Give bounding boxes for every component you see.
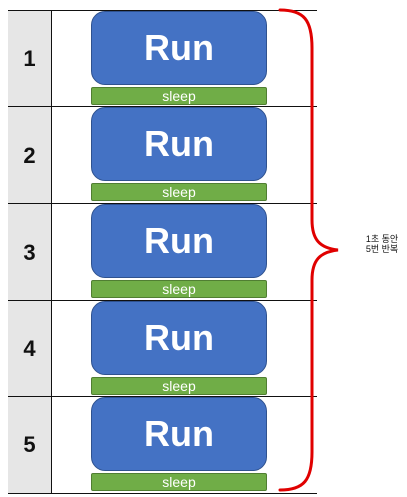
table-row: 5 Run sleep	[8, 396, 317, 494]
row-index: 1	[8, 11, 52, 107]
row-index: 4	[8, 301, 52, 397]
row-index: 3	[8, 204, 52, 301]
run-block: Run	[91, 397, 267, 471]
sleep-block: sleep	[91, 377, 267, 395]
run-block: Run	[91, 11, 267, 85]
table-row: 3 Run sleep	[8, 203, 317, 301]
run-block: Run	[91, 301, 267, 375]
annotation-line-2: 5번 반복	[365, 244, 399, 254]
run-block: Run	[91, 107, 267, 181]
table-row: 2 Run sleep	[8, 106, 317, 204]
sleep-block: sleep	[91, 473, 267, 491]
sleep-block: sleep	[91, 183, 267, 201]
table-row: 1 Run sleep	[8, 10, 317, 107]
sleep-block: sleep	[91, 280, 267, 298]
brace-path	[278, 8, 339, 492]
row-index: 2	[8, 107, 52, 204]
annotation-line-1: 1초 동안	[365, 234, 399, 244]
sleep-block: sleep	[91, 87, 267, 105]
loop-annotation: 1초 동안 5번 반복	[360, 234, 404, 254]
run-block: Run	[91, 204, 267, 278]
timeline-grid: 1 Run sleep 2 Run sleep 3 Run sleep 4 Ru…	[8, 10, 317, 494]
row-index: 5	[8, 397, 52, 493]
curly-brace-icon	[278, 8, 339, 492]
table-row: 4 Run sleep	[8, 300, 317, 397]
